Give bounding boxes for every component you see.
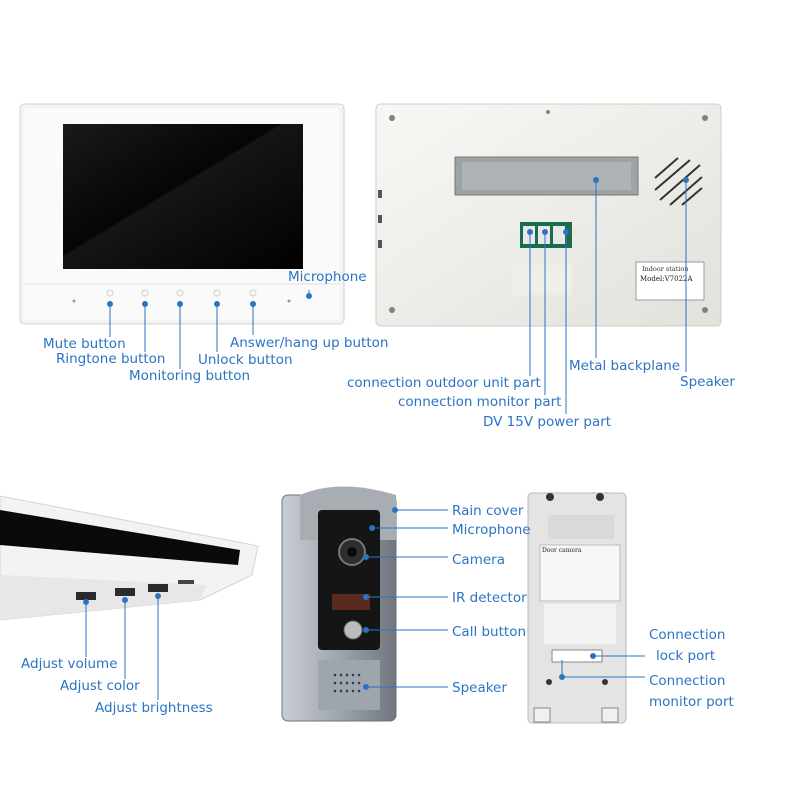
label-answer-button: Answer/hang up button [230, 335, 389, 351]
svg-text:Model:V7022A: Model:V7022A [640, 275, 693, 283]
label-conn-lock-2: lock port [656, 648, 716, 664]
door-camera-back: Door camera [527, 492, 627, 724]
ir-detector [332, 594, 370, 610]
speaker-grille [654, 157, 703, 206]
label-metal-backplane: Metal backplane [569, 358, 681, 374]
label-conn-monitor: connection monitor part [398, 394, 562, 410]
label-conn-outdoor: connection outdoor unit part [347, 375, 541, 391]
label-adjust-volume: Adjust volume [21, 656, 118, 672]
label-speaker-bottom: Speaker [452, 680, 507, 696]
camera-face [318, 510, 380, 650]
svg-text:Door camera: Door camera [542, 547, 582, 554]
indoor-monitor-side [0, 495, 259, 621]
label-ir-detector: IR detector [452, 590, 527, 606]
label-camera: Camera [452, 552, 505, 568]
brightness-knob [148, 584, 168, 592]
door-camera [281, 486, 397, 722]
label-conn-monitor-port-1: Connection [649, 673, 726, 689]
label-speaker-top: Speaker [680, 374, 735, 390]
indoor-monitor-back: Indoor station Model:V7022A [375, 103, 722, 327]
label-microphone-top: Microphone [288, 269, 367, 285]
bell-icon [141, 289, 149, 297]
call-button [343, 620, 363, 640]
label-rain-cover: Rain cover [452, 503, 524, 519]
label-call-button: Call button [452, 624, 527, 640]
label-microphone-bottom: Microphone [452, 522, 531, 538]
monitor-screen [63, 124, 303, 269]
label-ringtone-button: Ringtone button [56, 351, 166, 367]
phone-icon [249, 289, 257, 297]
model-sticker [635, 261, 705, 301]
label-conn-lock-1: Connection [649, 627, 726, 643]
volume-knob [76, 592, 96, 600]
label-conn-monitor-port-2: monitor port [649, 694, 734, 710]
svg-text:Indoor station: Indoor station [642, 265, 689, 273]
indoor-monitor-front [19, 103, 345, 325]
label-adjust-brightness: Adjust brightness [95, 700, 213, 716]
label-dv-power: DV 15V power part [483, 414, 612, 430]
label-mute-button: Mute button [43, 336, 126, 352]
monitor-icon [176, 289, 184, 297]
label-adjust-color: Adjust color [60, 678, 140, 694]
key-icon [213, 289, 221, 297]
label-monitoring-button: Monitoring button [129, 368, 251, 384]
label-unlock-button: Unlock button [198, 352, 293, 368]
mute-icon [106, 289, 114, 297]
leader-lines [83, 177, 689, 700]
color-knob [115, 588, 135, 596]
